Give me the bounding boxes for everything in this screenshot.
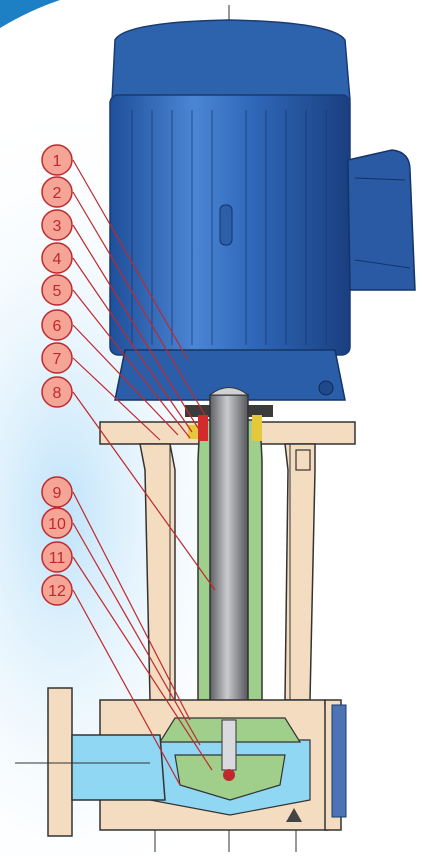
callout-3: 3 <box>41 209 73 241</box>
callout-label: 6 <box>53 318 62 335</box>
callout-9: 9 <box>41 476 73 508</box>
callout-label: 9 <box>53 485 62 502</box>
callout-6: 6 <box>41 309 73 341</box>
callout-label: 8 <box>53 385 62 402</box>
callout-label: 3 <box>53 218 62 235</box>
callout-label: 7 <box>53 351 62 368</box>
inlet-flange <box>15 687 166 837</box>
corner-swoosh <box>0 0 60 28</box>
callout-label: 2 <box>53 185 62 202</box>
callout-label: 11 <box>49 550 66 567</box>
callout-2: 2 <box>41 176 73 208</box>
callout-label: 10 <box>48 516 66 533</box>
outlet-flange <box>324 699 347 831</box>
callout-10: 10 <box>41 507 73 539</box>
callout-label: 1 <box>53 153 62 170</box>
callout-7: 7 <box>41 342 73 374</box>
callout-11: 11 <box>41 541 73 573</box>
callout-label: 4 <box>53 251 62 268</box>
callout-1: 1 <box>41 144 73 176</box>
callout-leaders <box>72 159 216 786</box>
callout-5: 5 <box>41 274 73 306</box>
callout-label: 5 <box>53 283 62 300</box>
callout-4: 4 <box>41 242 73 274</box>
bracket-housing <box>139 443 316 701</box>
callout-label: 12 <box>48 583 66 600</box>
callout-8: 8 <box>41 376 73 408</box>
callout-12: 12 <box>41 574 73 606</box>
